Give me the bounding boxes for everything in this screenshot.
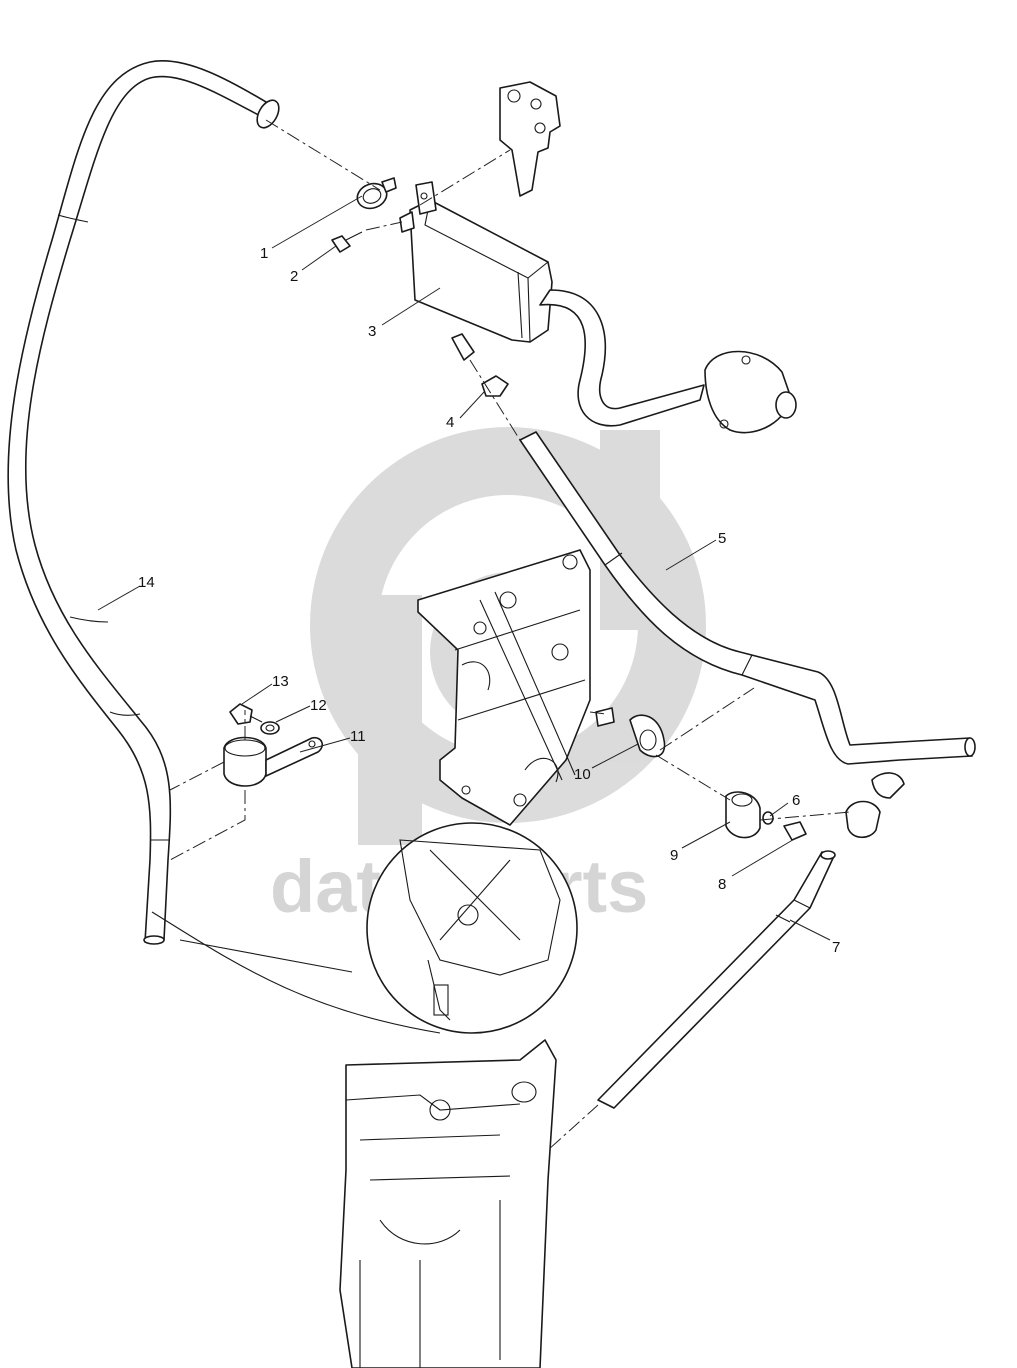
bolt-13 <box>229 703 263 725</box>
callout-13: 13 <box>272 673 289 690</box>
callout-7: 7 <box>832 939 840 956</box>
canister-3 <box>399 181 797 434</box>
washer-6 <box>762 811 774 825</box>
callout-4: 4 <box>446 414 454 431</box>
washer-12 <box>260 721 280 735</box>
callout-2: 2 <box>290 268 298 285</box>
callout-9: 9 <box>670 847 678 864</box>
cover-plate <box>417 549 591 826</box>
bolt-8 <box>783 821 807 841</box>
callout-8: 8 <box>718 876 726 893</box>
assembly-lines <box>169 119 851 1151</box>
callout-10: 10 <box>574 766 591 783</box>
engine-block <box>339 1039 557 1368</box>
fitting-4 <box>481 375 509 397</box>
callout-14: 14 <box>138 574 155 591</box>
detail-inset <box>151 822 578 1034</box>
clip-10 <box>595 707 666 758</box>
callout-5: 5 <box>718 530 726 547</box>
clamp-11 <box>223 736 324 787</box>
tube-7 <box>597 850 836 1109</box>
callout-labels: 1 2 3 4 5 6 7 8 9 10 11 12 13 14 <box>138 245 840 956</box>
pipe-5 <box>519 431 976 765</box>
callout-6: 6 <box>792 792 800 809</box>
clamp-1 <box>356 177 397 210</box>
fitting-9 <box>725 791 761 839</box>
callout-3: 3 <box>368 323 376 340</box>
hose-14 <box>7 60 280 945</box>
clamp-right <box>845 772 905 839</box>
leader-lines <box>97 195 831 941</box>
bolt-2 <box>331 231 363 253</box>
callout-11: 11 <box>350 728 366 745</box>
callout-12: 12 <box>310 697 327 714</box>
bracket-top <box>499 81 561 197</box>
callout-1: 1 <box>260 245 268 262</box>
